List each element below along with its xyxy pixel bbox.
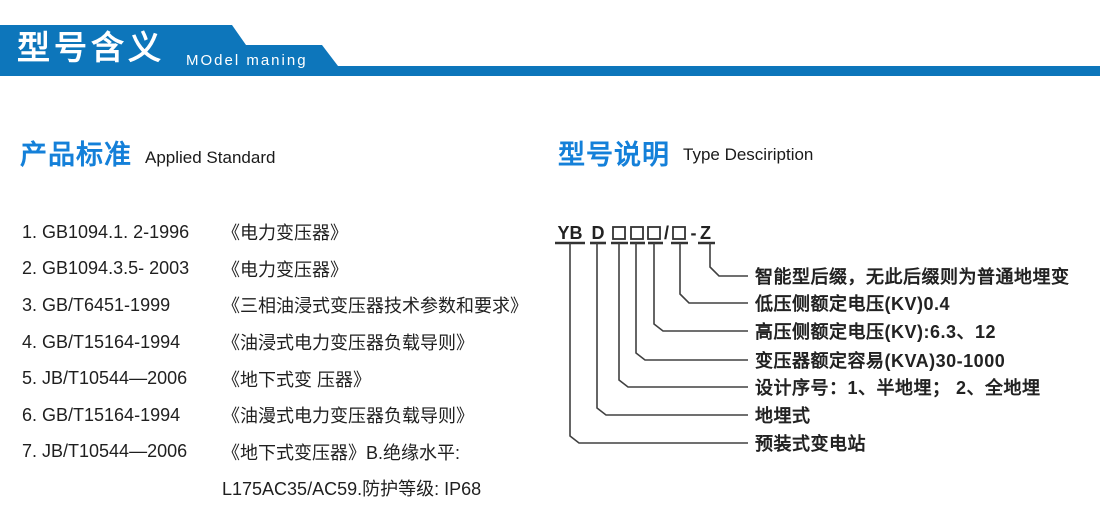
standard-item: 3. GB/T6451-1999 《三相油浸式变压器技术参数和要求》 — [22, 287, 552, 324]
standard-title: 《地下式变压器》B.绝缘水平: — [222, 442, 461, 463]
standard-title: 《电力变压器》 — [222, 223, 348, 244]
standard-item: 6. GB/T15164-1994 《油漫式电力变压器负载导则》 — [22, 397, 552, 434]
standard-code: 2. GB1094.3.5- 2003 — [22, 258, 190, 279]
standard-item: 1. GB1094.1. 2-1996 《电力变压器》 — [22, 214, 552, 251]
connector-lv — [679, 243, 748, 304]
model-description-prefab: 预装式变电站 — [755, 434, 866, 454]
code-box-lv-icon — [672, 226, 686, 240]
model-code-dash: - — [691, 223, 697, 243]
standard-title: 《地下式变 压器》 — [222, 369, 372, 390]
model-code-prefix1: YB — [557, 223, 582, 243]
connector-capacity — [635, 243, 748, 361]
standard-item: 7. JB/T10544—2006 《地下式变压器》B.绝缘水平: — [22, 434, 552, 471]
standard-code: 1. GB1094.1. 2-1996 — [22, 221, 190, 242]
standards-heading-en: Applied Standard — [145, 148, 276, 167]
standards-heading-cn: 产品标准 — [20, 140, 132, 170]
model-code-suffix: Z — [700, 223, 711, 243]
model-heading-cn: 型号说明 — [558, 140, 670, 170]
standard-title: 《电力变压器》 — [222, 259, 348, 280]
standard-code: 7. JB/T10544—2006 — [22, 441, 188, 462]
model-code-diagram: YB D / - Z 智能型后缀，无此后缀则为普 — [548, 212, 1100, 462]
model-description-lv: 低压侧额定电压(KV)0.4 — [755, 294, 951, 314]
model-description-suffix: 智能型后缀，无此后缀则为普通地埋变 — [755, 267, 1070, 287]
standard-code: 6. GB/T15164-1994 — [22, 404, 181, 425]
standard-item: 2. GB1094.3.5- 2003 《电力变压器》 — [22, 251, 552, 288]
code-box-hv2-icon — [647, 226, 661, 240]
standards-list: 1. GB1094.1. 2-1996 《电力变压器》 2. GB1094.3.… — [22, 214, 552, 507]
code-box-hv-icon — [630, 226, 644, 240]
standards-heading: 产品标准 Applied Standard — [20, 140, 275, 170]
standard-title: L175AC35/AC59.防护等级: IP68 — [222, 479, 482, 500]
model-description-hv: 高压侧额定电压(KV):6.3、12 — [755, 322, 997, 342]
standard-item: 5. JB/T10544—2006 《地下式变 压器》 — [22, 360, 552, 397]
model-heading-en: Type Desciription — [683, 145, 814, 164]
model-heading: 型号说明 Type Desciription — [558, 140, 813, 170]
connector-suffix — [709, 243, 748, 277]
connector-series — [618, 243, 748, 388]
standard-title: 《三相油浸式变压器技术参数和要求》 — [222, 296, 528, 317]
model-code-prefix2: D — [592, 223, 605, 243]
standard-title: 《油漫式电力变压器负载导则》 — [222, 406, 474, 427]
banner-ribbon-shape — [0, 25, 1100, 76]
model-description-capacity: 变压器额定容易(KVA)30-1000 — [755, 351, 1006, 371]
model-description-buried: 地埋式 — [755, 406, 811, 426]
standard-item: 4. GB/T15164-1994 《油浸式电力变压器负载导则》 — [22, 324, 552, 361]
standard-item-continuation: L175AC35/AC59.防护等级: IP68 — [22, 470, 552, 507]
connector-hv — [653, 243, 748, 332]
standard-title: 《油浸式电力变压器负载导则》 — [222, 333, 474, 354]
connector-prefab — [569, 243, 748, 444]
model-code-separator: / — [664, 223, 669, 243]
model-code-diagram-lines: YB D / - Z — [555, 223, 748, 444]
standard-code: 3. GB/T6451-1999 — [22, 294, 171, 315]
standard-code: 5. JB/T10544—2006 — [22, 368, 188, 389]
banner-ribbon — [0, 25, 1100, 76]
code-box-capacity-icon — [612, 226, 626, 240]
page-title: 型号含义 — [17, 29, 165, 66]
page-subtitle: MOdel maning — [186, 52, 308, 69]
standard-code: 4. GB/T15164-1994 — [22, 331, 181, 352]
connector-buried — [596, 243, 748, 416]
model-description-series: 设计序号：1、半地埋； 2、全地埋 — [755, 378, 1041, 398]
